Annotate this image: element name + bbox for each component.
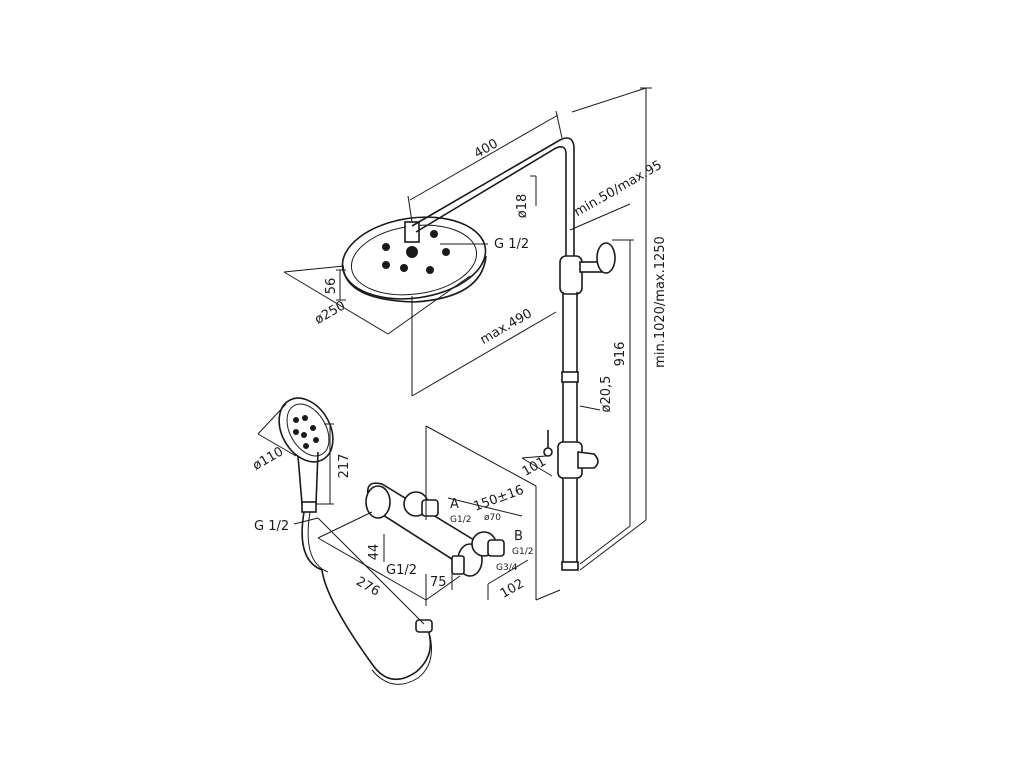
dim-pipe-diameter: ø20,5 [599, 376, 614, 413]
dim-wall-offset: min.50/max.95 [572, 158, 665, 220]
dim-column-length: 916 [613, 342, 628, 367]
hand-shower-holder [543, 430, 599, 479]
dimension-lines [257, 87, 652, 625]
hand-shower [278, 397, 334, 513]
overhead-shower-head [341, 216, 487, 303]
dim-hand-shower-length: 217 [337, 454, 352, 479]
dim-outlet-b-label: B [514, 529, 523, 544]
dim-mixer-height: 44 [367, 544, 382, 561]
riser-pipe [561, 292, 579, 571]
dim-mixer-75: 75 [430, 575, 447, 590]
shower-hose [301, 511, 433, 685]
dim-inlet-diameter: ø70 [484, 513, 501, 523]
dim-outlet-a-thread: G1/2 [450, 515, 471, 525]
dim-hose-connection: G 1/2 [254, 519, 289, 534]
dim-hand-shower-diameter: ø110 [250, 444, 286, 473]
dim-mixer-depth: 102 [498, 576, 527, 601]
dim-head-diameter: ø250 [312, 298, 348, 327]
dim-arm-diameter: ø18 [515, 194, 530, 219]
dim-outlet-a-label: A [450, 497, 459, 512]
dim-outlet-b-thread: G1/2 [512, 547, 533, 557]
shower-arm [411, 137, 575, 258]
thermostatic-mixer [365, 482, 505, 577]
wall-bracket [559, 242, 616, 295]
dim-head-connection: G 1/2 [494, 237, 529, 252]
dim-inlet-thread: G3/4 [496, 563, 518, 573]
dim-column-height: min.1020/max.1250 [653, 236, 668, 368]
dim-mixer-outlet: G1/2 [386, 563, 417, 578]
dim-arm-length: 400 [472, 136, 501, 161]
dim-head-height: 56 [324, 278, 339, 295]
